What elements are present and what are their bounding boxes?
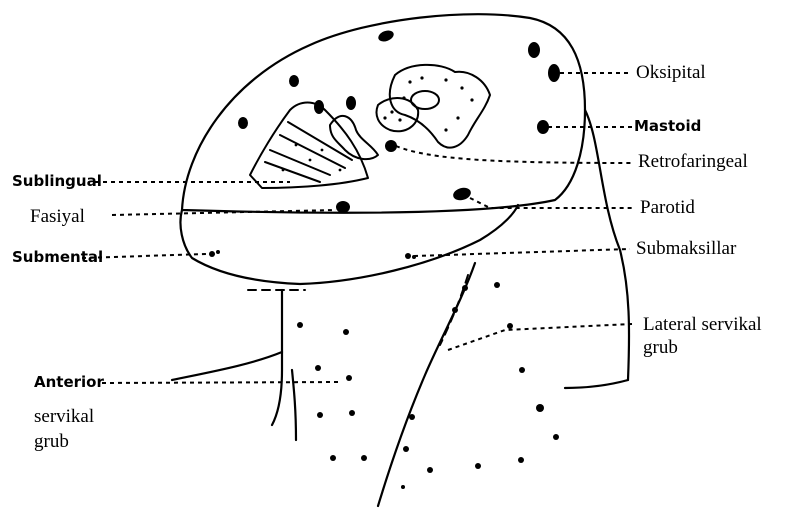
head-back-outline (585, 110, 629, 380)
trachea-line (292, 370, 296, 440)
leader-submaksillar (414, 249, 630, 256)
label-lateral-servikal-line2: grub (643, 338, 678, 357)
leader-lines (82, 73, 632, 383)
label-lateral-servikal-line1: Lateral servikal (643, 315, 762, 334)
label-submental: Submental (12, 250, 103, 265)
leader-anterior (102, 382, 340, 383)
label-fasiyal: Fasiyal (30, 207, 85, 226)
neck-front-outline (272, 290, 282, 425)
label-parotid: Parotid (640, 198, 695, 217)
leader-lateral (448, 324, 632, 350)
jaw-outline (180, 205, 518, 284)
label-submaksillar: Submaksillar (636, 239, 736, 258)
scm-muscle-line (378, 263, 475, 506)
label-oksipital: Oksipital (636, 63, 706, 82)
neck-back-outline (565, 380, 628, 388)
label-sublingual: Sublingual (12, 174, 102, 189)
clavicle-line (172, 352, 282, 380)
label-retrofaringeal: Retrofaringeal (638, 152, 748, 171)
tongue-outline (250, 103, 368, 189)
vertebra-outline (390, 65, 490, 148)
label-anterior-servikal-line1: Anterior (34, 375, 104, 390)
label-anterior-servikal-line2: servikal (34, 407, 94, 426)
label-anterior-servikal-line3: grub (34, 432, 69, 451)
lymph-nodes-neck (209, 250, 559, 489)
label-mastoid: Mastoid (634, 119, 701, 134)
